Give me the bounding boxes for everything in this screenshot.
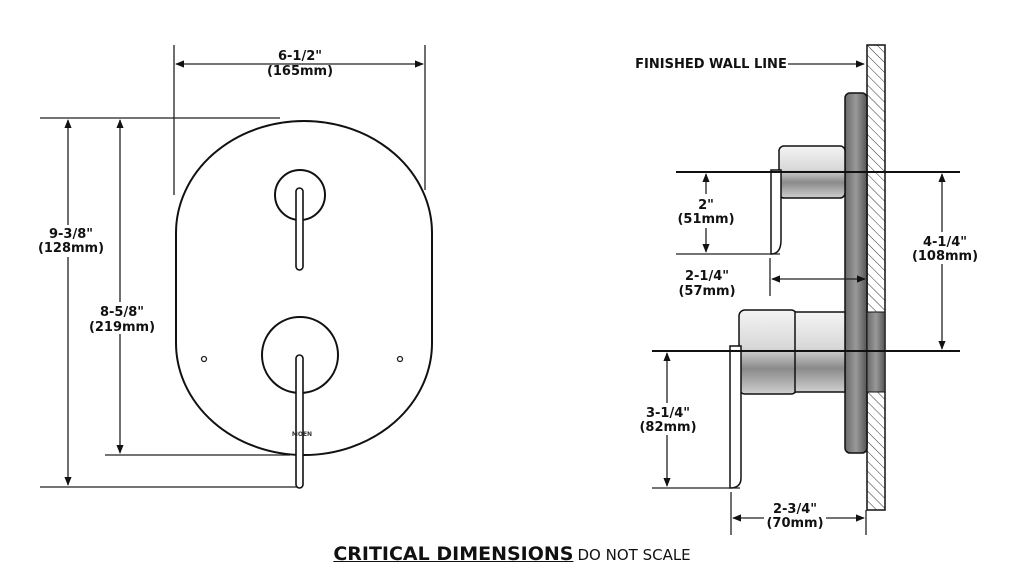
front-view: 6-1/2" (165mm) 9-3/8" (128mm) 8-5/8" (21… [38, 45, 433, 489]
center-spacing-label: 4-1/4" [923, 235, 967, 250]
upper-lever-profile [770, 169, 782, 255]
escutcheon-plate [175, 120, 433, 456]
lower-handle-mm-label: (82mm) [639, 420, 696, 435]
plate-height-mm-label: (219mm) [89, 320, 155, 335]
total-height-label: 9-3/8" [49, 227, 93, 242]
upper-handle-mm-label: (51mm) [677, 212, 734, 227]
wall-line-label: FINISHED WALL LINE [635, 57, 787, 72]
left-screw-icon [200, 355, 208, 363]
lower-depth-mm-label: (70mm) [766, 516, 823, 531]
width-mm-label: (165mm) [267, 64, 333, 79]
upper-depth-mm-label: (57mm) [678, 284, 735, 299]
brand-mark: MOEN [292, 431, 312, 438]
escutcheon-profile [844, 92, 868, 454]
right-screw-icon [396, 355, 404, 363]
upper-handle-label: 2" [698, 198, 714, 213]
upper-handle-lever [295, 187, 304, 271]
lower-handle-label: 3-1/4" [646, 406, 690, 421]
finished-wall [866, 44, 886, 511]
caption-note: DO NOT SCALE [577, 546, 691, 564]
width-label: 6-1/2" [278, 49, 322, 64]
center-spacing-mm-label: (108mm) [912, 249, 978, 264]
lower-handle-lever [295, 354, 304, 489]
plate-height-label: 8-5/8" [100, 305, 144, 320]
caption-title: CRITICAL DIMENSIONS [333, 543, 574, 565]
upper-depth-label: 2-1/4" [685, 269, 729, 284]
lower-depth-label: 2-3/4" [773, 502, 817, 517]
side-view: FINISHED WALL LINE 2" (51mm) 2-1/4" (57m… [635, 44, 978, 535]
total-height-mm-label: (128mm) [38, 241, 104, 256]
lower-lever-profile [729, 345, 742, 489]
